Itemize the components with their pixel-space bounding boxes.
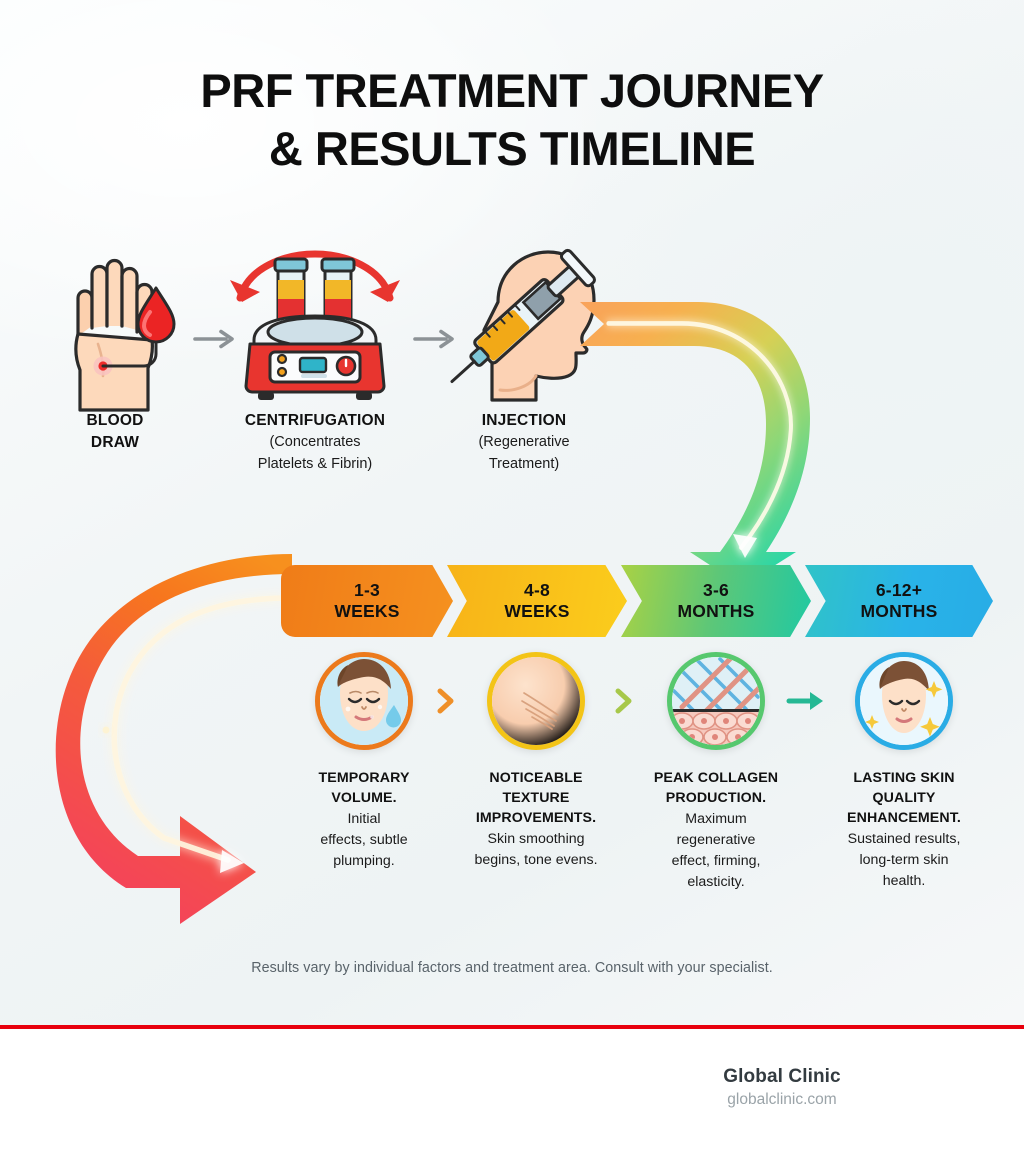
disclaimer-text: Results vary by individual factors and t…: [251, 960, 773, 976]
result-item-noticeable-texture: NOTICEABLE TEXTURE IMPROVEMENTS. Skin sm…: [453, 652, 619, 871]
process-step-blood-draw: BLOOD DRAW: [40, 240, 190, 455]
process-step-label: INJECTION: [481, 412, 567, 429]
brand-url[interactable]: globalclinic.com: [727, 1091, 837, 1108]
process-step-centrifugation: CENTRIFUGATION (Concentrates Platelets &…: [206, 240, 424, 476]
arrow-right-icon: [193, 328, 237, 350]
timeline-period-unit: MONTHS: [677, 601, 755, 621]
brand-name: Global Clinic: [723, 1066, 841, 1087]
timeline-period-value: 6-12+: [875, 580, 923, 601]
title-line-1: PRF TREATMENT JOURNEY: [200, 64, 824, 117]
result-title: TEMPORARY VOLUME.: [318, 770, 410, 807]
skin-texture-wrinkle-icon: [487, 652, 585, 750]
result-description: Skin smoothing begins, tone evens.: [474, 831, 598, 869]
brand-block: Global Clinic globalclinic.com: [662, 1066, 902, 1109]
timeline-bar: 1-3 WEEKS 4-8 WEEKS 3-6 MONTHS 6-12+ MON…: [281, 565, 993, 637]
process-step-label: CENTRIFUGATION: [244, 412, 386, 429]
collagen-fibers-skin-layer-icon: [667, 652, 765, 750]
result-item-peak-collagen: PEAK COLLAGEN PRODUCTION. Maximum regene…: [633, 652, 799, 893]
process-step-sublabel: (Regenerative Treatment): [478, 434, 570, 473]
timeline-segment-4-8-weeks[interactable]: 4-8 WEEKS: [447, 565, 627, 637]
timeline-period-unit: MONTHS: [860, 601, 938, 621]
syringe-face-injection-icon: [438, 240, 610, 410]
arrow-right-icon: [786, 686, 829, 716]
footer-bar: [0, 1029, 1024, 1154]
hand-blood-draw-icon: [40, 240, 190, 412]
curved-arrow-down-right: [580, 302, 810, 586]
face-glowing-sparkles-icon: [855, 652, 953, 750]
brand-divider: [0, 1025, 1024, 1029]
result-description: Initial effects, subtle plumping.: [320, 811, 408, 870]
face-hydrated-droplet-icon: [315, 652, 413, 750]
result-title: PEAK COLLAGEN PRODUCTION.: [653, 770, 779, 807]
result-title: LASTING SKIN QUALITY ENHANCEMENT.: [847, 770, 961, 827]
timeline-period-unit: WEEKS: [504, 601, 570, 621]
background: [0, 0, 1024, 1027]
result-item-lasting-skin-quality: LASTING SKIN QUALITY ENHANCEMENT. Sustai…: [821, 652, 987, 892]
timeline-period-value: 4-8: [524, 580, 550, 601]
page-title: PRF TREATMENT JOURNEY & RESULTS TIMELINE: [0, 62, 1024, 179]
chevron-right-icon: [611, 686, 637, 716]
process-step-sublabel: (Concentrates Platelets & Fibrin): [257, 434, 373, 473]
curved-arrow-uturn-left: [55, 554, 292, 924]
results-row: TEMPORARY VOLUME. Initial effects, subtl…: [281, 652, 993, 922]
timeline-period-value: 1-3: [354, 580, 380, 601]
result-item-temporary-volume: TEMPORARY VOLUME. Initial effects, subtl…: [281, 652, 447, 872]
timeline-period-value: 3-6: [703, 580, 729, 601]
timeline-segment-1-3-weeks[interactable]: 1-3 WEEKS: [281, 565, 453, 637]
arrow-right-icon: [413, 328, 457, 350]
process-step-injection: INJECTION (Regenerative Treatment): [438, 240, 610, 476]
process-step-label: BLOOD DRAW: [86, 412, 144, 452]
chevron-right-icon: [433, 686, 459, 716]
result-description: Maximum regenerative effect, firming, el…: [671, 811, 761, 890]
timeline-segment-6-12-months[interactable]: 6-12+ MONTHS: [805, 565, 993, 637]
title-line-2: & RESULTS TIMELINE: [268, 122, 756, 176]
centrifuge-icon: [206, 240, 424, 410]
result-title: NOTICEABLE TEXTURE IMPROVEMENTS.: [475, 770, 597, 827]
process-steps: BLOOD DRAW: [30, 240, 600, 500]
result-description: Sustained results, long-term skin health…: [847, 831, 961, 890]
timeline-period-unit: WEEKS: [334, 601, 400, 621]
timeline-segment-3-6-months[interactable]: 3-6 MONTHS: [621, 565, 811, 637]
